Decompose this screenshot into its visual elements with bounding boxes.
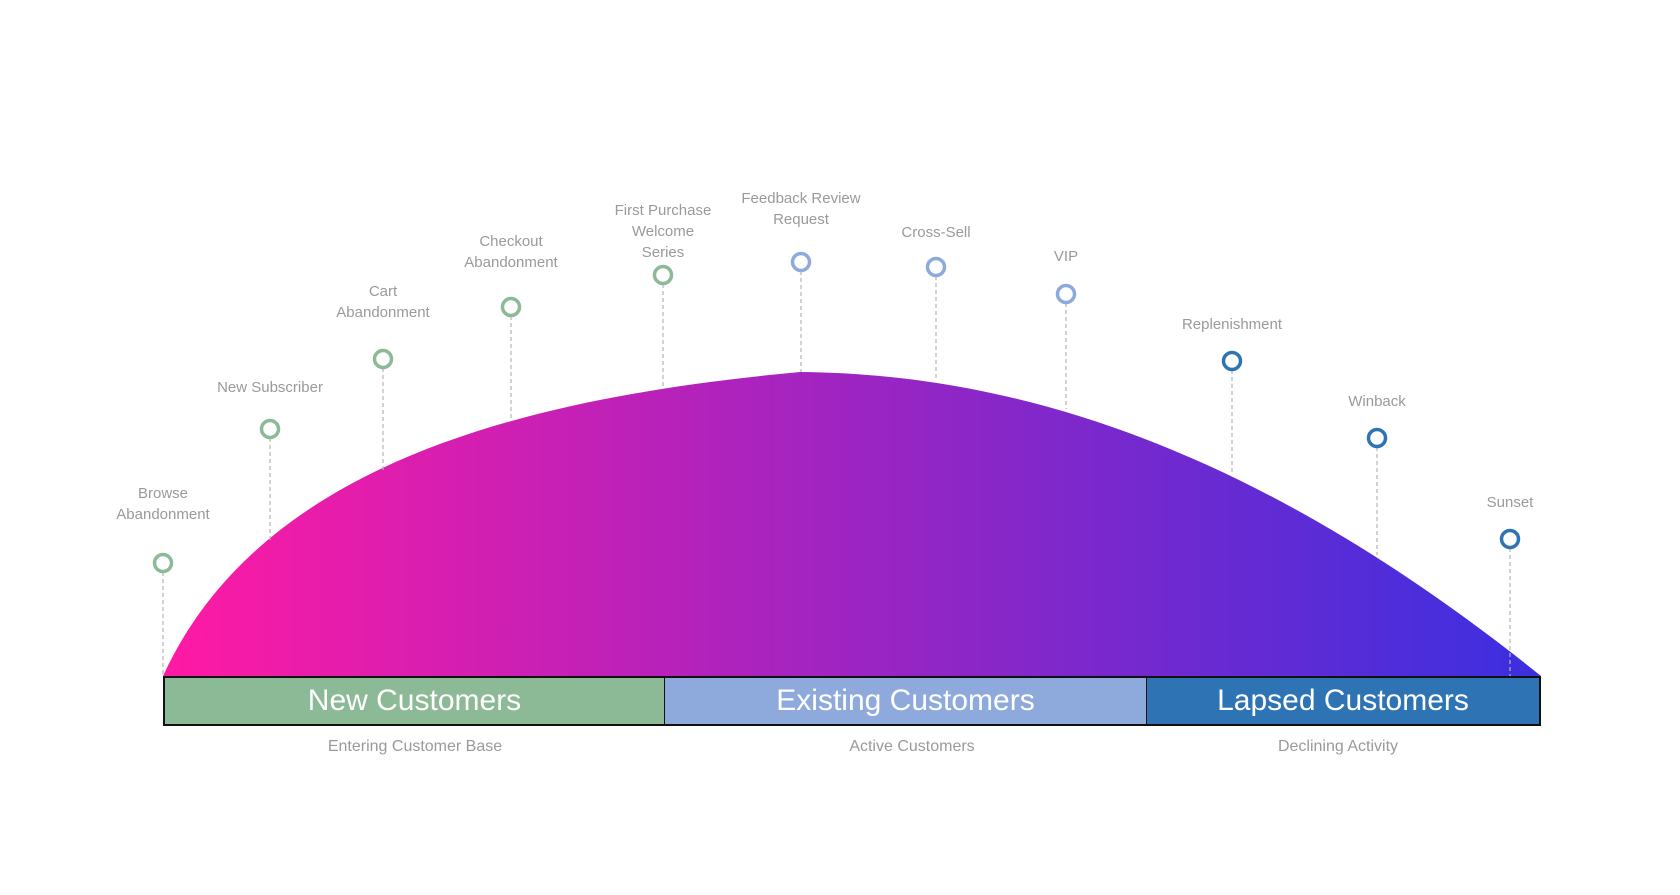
label-first-purchase-welcome-series: First Purchase Welcome Series [614,202,712,261]
label-sunset: Sunset [1486,494,1534,511]
label-browse-abandonment: Browse Abandonment [116,485,210,523]
marker-cross-sell [925,256,947,278]
marker-checkout-abandonment [500,296,522,318]
marker-vip [1055,283,1077,305]
marker-sunset [1499,528,1521,550]
label-winback: Winback [1348,393,1406,410]
label-vip: VIP [1053,248,1079,265]
marker-first-purchase-welcome-series [652,264,674,286]
marker-cart-abandonment [372,348,394,370]
marker-feedback-review-request [790,251,812,273]
band-new-customers-label: New Customers [307,684,522,717]
band-existing-customers: Existing Customers [664,676,1147,726]
marker-browse-abandonment [152,552,174,574]
band-lapsed-customers-label: Lapsed Customers [1217,684,1469,717]
marker-winback [1366,427,1388,449]
label-cross-sell: Cross-Sell [901,224,971,241]
marker-new-subscriber [259,418,281,440]
label-cart-abandonment: Cart Abandonment [336,283,430,321]
marker-replenishment [1221,350,1243,372]
label-new-subscriber: New Subscriber [217,379,323,396]
lifecycle-arc [163,372,1541,676]
band-new-subtitle: Entering Customer Base [327,738,503,755]
milestone-markers [152,251,1521,574]
label-checkout-abandonment: Checkout Abandonment [464,233,558,271]
band-existing-subtitle: Active Customers [849,738,975,755]
band-lapsed-customers: Lapsed Customers [1146,676,1541,726]
guide-lines [162,271,1511,676]
band-existing-customers-label: Existing Customers [776,684,1035,717]
band-new-customers: New Customers [163,676,665,726]
band-lapsed-subtitle: Declining Activity [1277,738,1399,755]
label-replenishment: Replenishment [1181,316,1283,333]
label-feedback-review-request: Feedback Review Request [741,190,861,228]
